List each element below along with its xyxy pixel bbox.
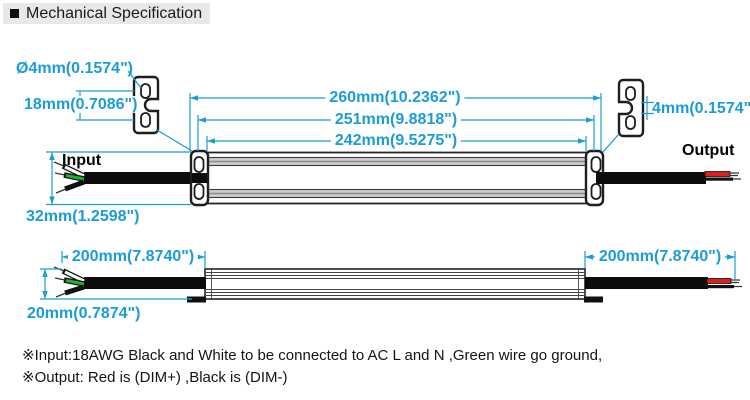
side-wire-black-out — [707, 285, 734, 289]
mounting-bracket-right — [617, 78, 645, 138]
side-wire-white — [64, 270, 85, 283]
bracket-right-hole-top — [625, 86, 636, 101]
dim-label-overall-length: 260mm(10.2362") — [325, 89, 465, 106]
title-text: Mechanical Specification — [26, 4, 203, 22]
leader-lines — [127, 70, 620, 153]
section-title: Mechanical Specification — [3, 3, 211, 24]
side-input-cable — [84, 277, 206, 289]
note-output-wiring: ※Output: Red is (DIM+) ,Black is (DIM-) — [22, 369, 288, 386]
side-wire-red — [706, 278, 732, 284]
output-label: Output — [682, 142, 735, 159]
dim-label-output-cable-length: 200mm(7.8740") — [594, 248, 726, 265]
output-cable — [596, 172, 706, 184]
dim-label-body-height: 20mm(0.7874") — [27, 305, 141, 322]
mounting-bracket-left — [132, 75, 160, 135]
side-wire-green — [65, 279, 85, 286]
side-tab-left — [187, 296, 206, 303]
side-view-drawing — [40, 251, 742, 303]
side-wire-black — [64, 284, 85, 296]
bracket-right-hole-bottom — [625, 115, 636, 130]
dim-label-hole-diameter: Ø4mm(0.1574") — [16, 60, 133, 77]
dim-label-case-length: 251mm(9.8818") — [330, 111, 462, 128]
dim-body-width — [46, 151, 191, 206]
end-plate-left-hole-bottom — [193, 183, 205, 200]
dim-label-hole-spacing: 18mm(0.7086") — [20, 96, 142, 113]
dim-label-body-width: 32mm(1.2598") — [26, 208, 140, 225]
dim-slot-width-lines — [641, 96, 654, 120]
title-bullet-square — [10, 9, 19, 18]
side-body-ribs — [205, 269, 585, 299]
end-plate-right-hole-bottom — [590, 183, 602, 200]
end-plate-right-hole-top — [590, 156, 602, 173]
input-wire-white — [64, 165, 85, 178]
top-view-drawing — [46, 70, 741, 207]
output-wire-bare-tips — [730, 172, 741, 180]
bracket-left-hole-bottom — [140, 112, 151, 128]
input-wire-black — [64, 179, 85, 192]
input-cable-entry — [192, 173, 207, 183]
side-output-bare-tips — [731, 279, 742, 288]
end-plate-left-hole-top — [193, 156, 205, 173]
input-label: Input — [62, 152, 102, 169]
input-wire-green — [65, 174, 85, 181]
dim-body-width-lines — [46, 151, 191, 206]
bracket-left-hole-top — [140, 83, 151, 99]
output-wire-red — [704, 171, 731, 177]
side-view-body — [204, 268, 586, 300]
dim-body-height — [40, 268, 192, 300]
note-input-wiring: ※Input:18AWG Black and White to be conne… — [22, 347, 603, 364]
output-wire-black — [705, 177, 733, 181]
input-wires — [53, 161, 86, 194]
side-tab-right — [584, 296, 603, 303]
dim-label-slot-width: 4mm(0.1574") — [652, 100, 750, 117]
input-cable — [84, 172, 207, 184]
output-wires — [704, 171, 741, 181]
case-groove-centerlines — [208, 160, 586, 195]
side-input-wires — [53, 266, 86, 298]
dim-label-mounting-length: 242mm(9.5275") — [330, 132, 462, 149]
side-output-cable — [585, 277, 708, 289]
dim-body-height-arrows — [42, 269, 48, 299]
input-wire-bare-tips — [53, 161, 67, 194]
side-output-wires — [706, 278, 742, 289]
dim-label-input-cable-length: 200mm(7.8740") — [67, 248, 199, 265]
